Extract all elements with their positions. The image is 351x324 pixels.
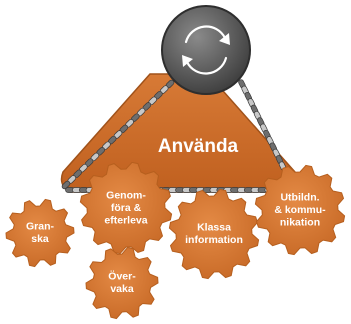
gear-icon (85, 246, 159, 320)
gear-icon (5, 198, 75, 268)
gear-label-utbildn: Utbildn. (280, 191, 319, 203)
gear-genomfora: Genom-föra &efterleva (79, 161, 173, 255)
gear-label-genomfora: efterleva (104, 214, 147, 226)
main-label: Använda (158, 136, 239, 157)
main-process-shape (60, 73, 298, 193)
gear-icon (168, 188, 260, 280)
gear-label-genomfora: föra & (111, 202, 142, 214)
gear-label-klassa: Klassa (197, 222, 231, 234)
gear-icon (79, 161, 173, 255)
gear-label-klassa: information (185, 234, 243, 246)
gear-label-overvaka: Över- (108, 270, 136, 283)
gear-label-genomfora: Genom- (106, 189, 146, 201)
gear-label-granska: Gran- (26, 221, 55, 233)
gear-overvaka: Över-vaka (85, 246, 159, 320)
gear-icon (254, 164, 346, 256)
gear-granska: Gran-ska (5, 198, 75, 268)
gear-utbildn: Utbildn.& kommu-nikation (254, 164, 346, 256)
refresh-arrows-icon (182, 25, 230, 75)
gear-label-overvaka: vaka (110, 283, 134, 295)
gear-label-utbildn: nikation (280, 216, 320, 228)
gear-label-utbildn: & kommu- (274, 204, 326, 216)
chain-link (61, 180, 71, 190)
gear-label-granska: ska (31, 233, 49, 245)
cycle-hub (161, 5, 251, 95)
